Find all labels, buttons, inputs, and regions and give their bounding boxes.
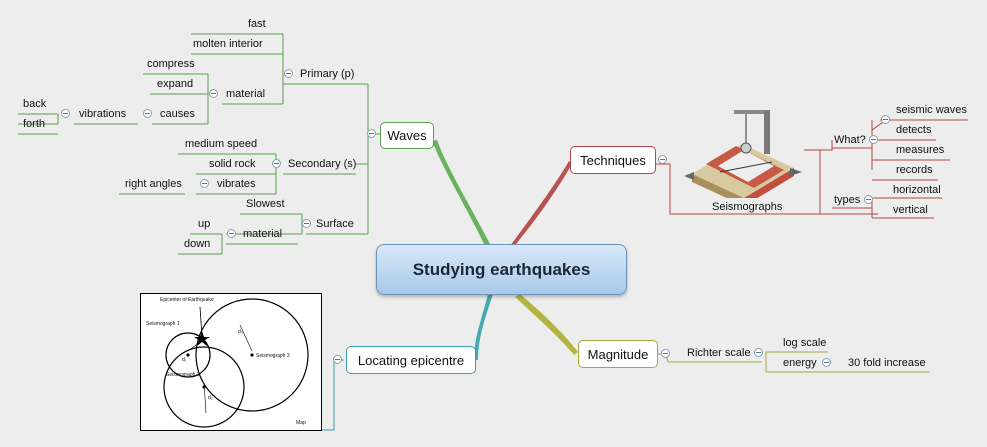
compress-text[interactable]: compress xyxy=(147,58,195,70)
magnitude-collapse-toggle[interactable] xyxy=(661,349,670,358)
central-topic[interactable]: Studying earthquakes xyxy=(376,244,627,295)
seismograph-illustration-icon xyxy=(684,110,802,198)
seismographs-caption: Seismographs xyxy=(712,201,783,213)
techniques-label: Techniques xyxy=(580,152,646,168)
surface-collapse-toggle[interactable] xyxy=(302,219,311,228)
vertical-text[interactable]: vertical xyxy=(893,204,928,216)
slowest-text[interactable]: Slowest xyxy=(246,198,285,210)
locating-epicentre-node[interactable]: Locating epicentre xyxy=(346,346,476,374)
epicentre-map-image: Epicenter of Earthquake Seismograph 1 Se… xyxy=(140,293,322,431)
waves-node[interactable]: Waves xyxy=(380,122,434,149)
d3-caption: d₃ xyxy=(238,329,243,335)
waves-label: Waves xyxy=(387,128,427,143)
medium-speed-text[interactable]: medium speed xyxy=(185,138,258,150)
locating-branch-line xyxy=(474,294,493,360)
forth-text[interactable]: forth xyxy=(23,118,46,130)
surface-material-bracket xyxy=(178,233,223,255)
log-scale-text[interactable]: log scale xyxy=(783,337,827,349)
up-text[interactable]: up xyxy=(198,218,211,230)
surface-text[interactable]: Surface xyxy=(316,218,354,230)
types-text[interactable]: types xyxy=(834,194,861,206)
primary-p-text[interactable]: Primary (p) xyxy=(300,68,355,80)
richter-collapse-toggle[interactable] xyxy=(754,348,763,357)
seismograph1-caption: Seismograph 1 xyxy=(146,321,180,327)
records-text[interactable]: records xyxy=(896,164,933,176)
measures-text[interactable]: measures xyxy=(896,144,945,156)
epicentre-map-drawing xyxy=(140,293,322,431)
waves-collapse-toggle[interactable] xyxy=(367,129,376,138)
techniques-node[interactable]: Techniques xyxy=(570,146,656,174)
d2-caption: d₂ xyxy=(208,395,213,401)
techniques-branch-line xyxy=(510,161,572,246)
richter-scale-text[interactable]: Richter scale xyxy=(687,347,751,359)
richter-bracket xyxy=(765,351,832,373)
secondary-collapse-toggle[interactable] xyxy=(272,159,281,168)
map-caption: Map xyxy=(296,420,306,426)
seismograph3-caption: Seismograph 3 xyxy=(256,353,290,359)
locating-epicentre-label: Locating epicentre xyxy=(357,352,465,368)
material-surface-collapse-toggle[interactable] xyxy=(227,229,236,238)
epicenter-caption: Epicenter of Earthquake xyxy=(160,297,214,303)
vibrations-bracket xyxy=(18,113,59,125)
detects-text[interactable]: detects xyxy=(896,124,932,136)
material-surface-text[interactable]: material xyxy=(243,228,283,240)
vibrations-collapse-toggle[interactable] xyxy=(61,109,70,118)
seismic-waves-collapse-toggle[interactable] xyxy=(881,115,890,124)
horizontal-text[interactable]: horizontal xyxy=(893,184,941,196)
material-primary-collapse-toggle[interactable] xyxy=(209,89,218,98)
magnitude-node[interactable]: Magnitude xyxy=(578,340,658,368)
secondary-s-text[interactable]: Secondary (s) xyxy=(288,158,357,170)
central-topic-label: Studying earthquakes xyxy=(412,259,591,279)
vibrations-text[interactable]: vibrations xyxy=(79,108,127,120)
primary-collapse-toggle[interactable] xyxy=(284,69,293,78)
energy-collapse-toggle[interactable] xyxy=(822,358,831,367)
magnitude-branch-line xyxy=(515,294,578,355)
energy-text[interactable]: energy xyxy=(783,357,817,369)
fast-text[interactable]: fast xyxy=(248,18,266,30)
causes-collapse-toggle[interactable] xyxy=(143,109,152,118)
vibrates-text[interactable]: vibrates xyxy=(217,178,256,190)
techniques-collapse-toggle[interactable] xyxy=(658,155,667,164)
what-text[interactable]: What? xyxy=(834,134,866,146)
seismograph2-caption: Seismograph 2 xyxy=(166,372,200,378)
techniques-child-lines xyxy=(804,140,878,215)
expand-text[interactable]: expand xyxy=(157,78,194,90)
molten-interior-text[interactable]: molten interior xyxy=(193,38,263,50)
right-angles-text[interactable]: right angles xyxy=(125,178,182,190)
causes-text[interactable]: causes xyxy=(160,108,195,120)
types-collapse-toggle[interactable] xyxy=(864,195,873,204)
down-text[interactable]: down xyxy=(184,238,211,250)
what-collapse-toggle[interactable] xyxy=(869,135,878,144)
what-bracket xyxy=(871,119,950,181)
d1-caption: d₁ xyxy=(182,357,187,363)
back-text[interactable]: back xyxy=(23,98,47,110)
locating-collapse-toggle[interactable] xyxy=(333,355,342,364)
seismic-waves-text[interactable]: seismic waves xyxy=(896,104,967,116)
vibrates-collapse-toggle[interactable] xyxy=(200,179,209,188)
thirty-fold-increase-text[interactable]: 30 fold increase xyxy=(848,357,926,369)
material-primary-text[interactable]: material xyxy=(226,88,266,100)
magnitude-label: Magnitude xyxy=(587,346,649,362)
solid-rock-text[interactable]: solid rock xyxy=(209,158,256,170)
waves-branch-line xyxy=(432,140,490,246)
